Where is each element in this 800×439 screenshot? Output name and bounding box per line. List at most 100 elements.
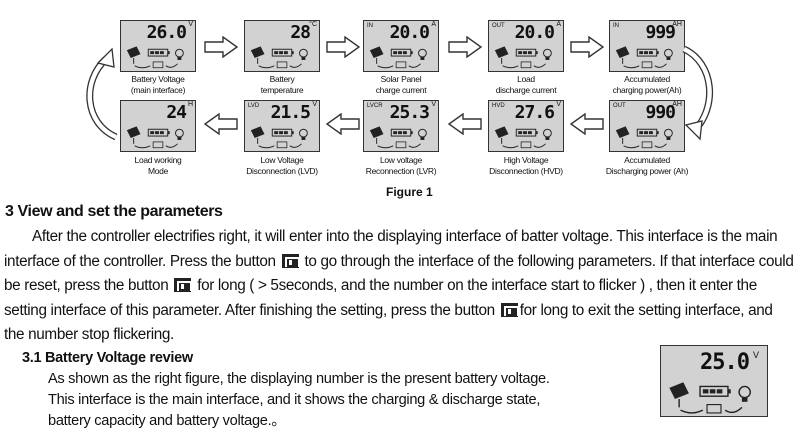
paragraph-text: After the controller electrifies right, … (4, 228, 778, 270)
panel-caption: Solar Panel charge current (355, 74, 447, 96)
paragraph-text: for long to exit the setting interface, … (4, 301, 773, 344)
lcd-value: 20.0 (514, 22, 555, 43)
battery-icon (147, 128, 170, 137)
flow-arrows-icon (502, 61, 546, 69)
bulb-icon (418, 128, 427, 140)
battery-icon (390, 48, 413, 57)
lcd-value: 26.0 (146, 22, 187, 43)
lcd-unit: V (431, 101, 436, 108)
lcd-value: 24 (166, 102, 187, 123)
lcd-panel: 26.0 V (120, 20, 196, 72)
lcd-status-icons (126, 126, 184, 149)
panel-caption: High Voltage Disconnection (HVD) (476, 155, 576, 177)
section-paragraph: After the controller electrifies right, … (4, 225, 796, 348)
flow-arrows-icon (680, 404, 743, 414)
bulb-icon (738, 385, 751, 402)
bulb-icon (543, 128, 552, 140)
lcd-panel: 24 H (120, 100, 196, 152)
lcd-unit: H (187, 101, 193, 108)
battery-icon (699, 385, 731, 397)
caption-line: Load working (134, 155, 182, 165)
solar-panel-icon (615, 46, 630, 64)
lcd-unit: AH (672, 101, 682, 108)
lcd-tag: LVCR (367, 103, 383, 109)
solar-panel-icon (250, 46, 265, 64)
lcd-unit: V (752, 350, 759, 360)
arrow-left-icon (325, 113, 360, 135)
lcd-unit: V (188, 21, 193, 28)
caption-line: charging power(Ah) (612, 85, 682, 95)
lcd-status-icons (494, 46, 552, 69)
paragraph-text: for long ( > 5seconds, and the number on… (4, 277, 757, 319)
lcd-status-icons (494, 126, 552, 149)
bulb-icon (175, 128, 184, 140)
caption-line: Disconnection (HVD) (489, 166, 563, 176)
caption-line: Load (517, 74, 535, 84)
lcd-panel: OUT 20.0 A (488, 20, 564, 72)
bulb-icon (543, 48, 552, 60)
panel-caption: Accumulated charging power(Ah) (596, 74, 698, 96)
solar-panel-icon (369, 126, 384, 144)
solar-panel-icon (494, 126, 509, 144)
caption-line: High Voltage (503, 155, 549, 165)
solar-panel-icon (250, 126, 265, 144)
lcd-unit: °C (309, 21, 317, 28)
caption-line: (main interface) (130, 85, 186, 95)
arrow-left-icon (203, 113, 238, 135)
battery-icon (636, 128, 659, 137)
lcd-status-icons (669, 382, 751, 414)
battery-icon (515, 128, 538, 137)
lcd-status-icons (250, 46, 308, 69)
battery-icon (515, 48, 538, 57)
solar-panel-icon (494, 46, 509, 64)
lcd-panel: IN 999 AH (609, 20, 685, 72)
arrow-right-icon (448, 36, 483, 58)
lcd-panel: 28 °C (244, 20, 320, 72)
flow-arrows-icon (377, 141, 421, 149)
lcd-tag: OUT (613, 103, 626, 109)
lcd-unit: AH (672, 21, 682, 28)
figure-label: Figure 1 (386, 185, 433, 199)
arrow-left-icon (569, 113, 604, 135)
arrow-right-icon (204, 36, 239, 58)
lcd-panel: IN 20.0 A (363, 20, 439, 72)
flow-arrows-icon (502, 141, 546, 149)
battery-icon (271, 48, 294, 57)
battery-icon (147, 48, 170, 57)
lcd-status-icons (369, 46, 427, 69)
flow-arrows-icon (258, 141, 302, 149)
lcd-tag: IN (367, 23, 373, 29)
flow-arrows-icon (623, 61, 667, 69)
arrow-right-icon (326, 36, 361, 58)
paragraph-text: to go through the interface of the follo… (4, 252, 794, 295)
caption-line: Discharging power (Ah) (605, 166, 689, 176)
panel-caption: Low voltage Reconnection (LVR) (351, 155, 451, 177)
lcd-value: 28 (290, 22, 311, 43)
panel-caption: Battery temperature (236, 74, 328, 96)
caption-line: discharge current (495, 85, 557, 95)
lcd-status-icons (126, 46, 184, 69)
lcd-value: 990 (645, 102, 675, 123)
arrow-left-icon (447, 113, 482, 135)
lcd-unit: V (312, 101, 317, 108)
set-button-icon (500, 302, 519, 317)
lcd-panel: OUT 990 AH (609, 100, 685, 152)
caption-line: Low voltage (379, 155, 423, 165)
lcd-tag: HVD (492, 103, 505, 109)
flow-arrows-icon (258, 61, 302, 69)
panel-caption: Load working Mode (112, 155, 204, 177)
lcd-panel: LVCR 25.3 V (363, 100, 439, 152)
caption-line: Mode (147, 166, 169, 176)
subsection-heading: 3.1 Battery Voltage review (22, 350, 193, 366)
text-line: This interface is the main interface, an… (48, 392, 541, 408)
section-heading: 3 View and set the parameters (5, 203, 223, 220)
caption-line: Battery (269, 74, 295, 84)
caption-line: Reconnection (LVR) (365, 166, 437, 176)
lcd-status-icons (615, 46, 673, 69)
caption-line: Accumulated (624, 74, 670, 84)
lcd-unit: A (431, 21, 436, 28)
caption-line: Disconnection (LVD) (246, 166, 318, 176)
flow-arrows-icon (134, 61, 178, 69)
arrow-right-icon (570, 36, 605, 58)
caption-line: Battery Voltage (131, 74, 185, 84)
